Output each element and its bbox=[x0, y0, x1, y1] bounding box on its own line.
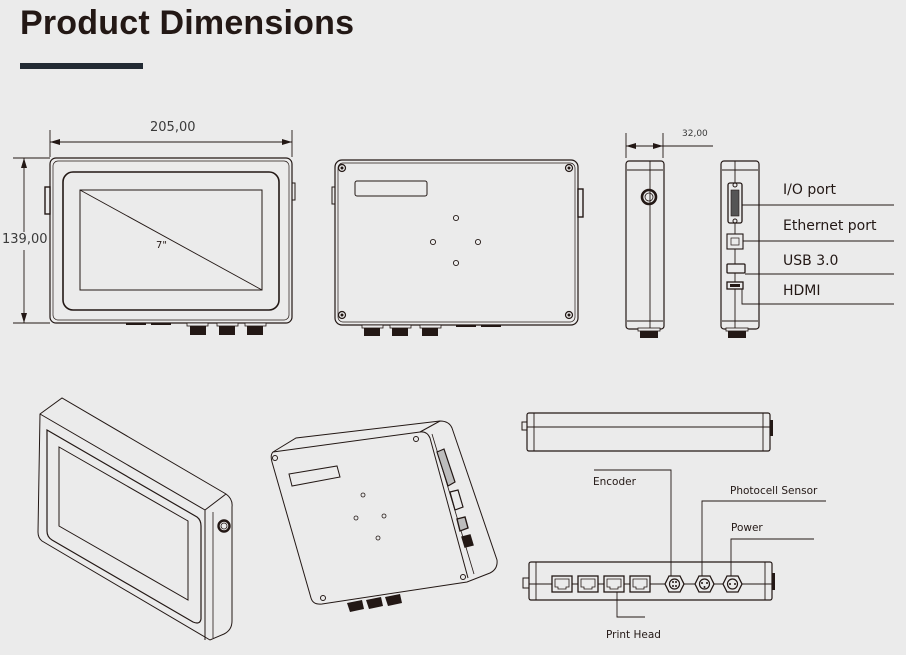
connector-view bbox=[522, 469, 826, 618]
back-view bbox=[331, 159, 584, 336]
port-side-view bbox=[720, 160, 894, 338]
io-port-label: I/O port bbox=[783, 182, 837, 198]
ethernet-port-label: Ethernet port bbox=[783, 218, 877, 234]
side-view bbox=[625, 133, 713, 338]
power-label: Power bbox=[731, 522, 763, 534]
encoder-label: Encoder bbox=[593, 476, 636, 488]
width-dimension-label: 205,00 bbox=[150, 120, 196, 135]
height-dimension-label: 139,00 bbox=[2, 232, 48, 247]
screen-size-label: 7" bbox=[156, 240, 167, 251]
isometric-back-view bbox=[270, 420, 498, 612]
title-underline bbox=[20, 63, 143, 69]
top-view bbox=[521, 412, 773, 452]
photocell-sensor-label: Photocell Sensor bbox=[730, 485, 818, 497]
isometric-front-view bbox=[37, 397, 233, 641]
front-view bbox=[13, 130, 296, 335]
usb-port-label: USB 3.0 bbox=[783, 253, 839, 269]
hdmi-port-label: HDMI bbox=[783, 283, 821, 299]
depth-dimension-label: 32,00 bbox=[682, 129, 708, 139]
print-head-label: Print Head bbox=[606, 629, 661, 641]
page-title: Product Dimensions bbox=[20, 4, 355, 42]
